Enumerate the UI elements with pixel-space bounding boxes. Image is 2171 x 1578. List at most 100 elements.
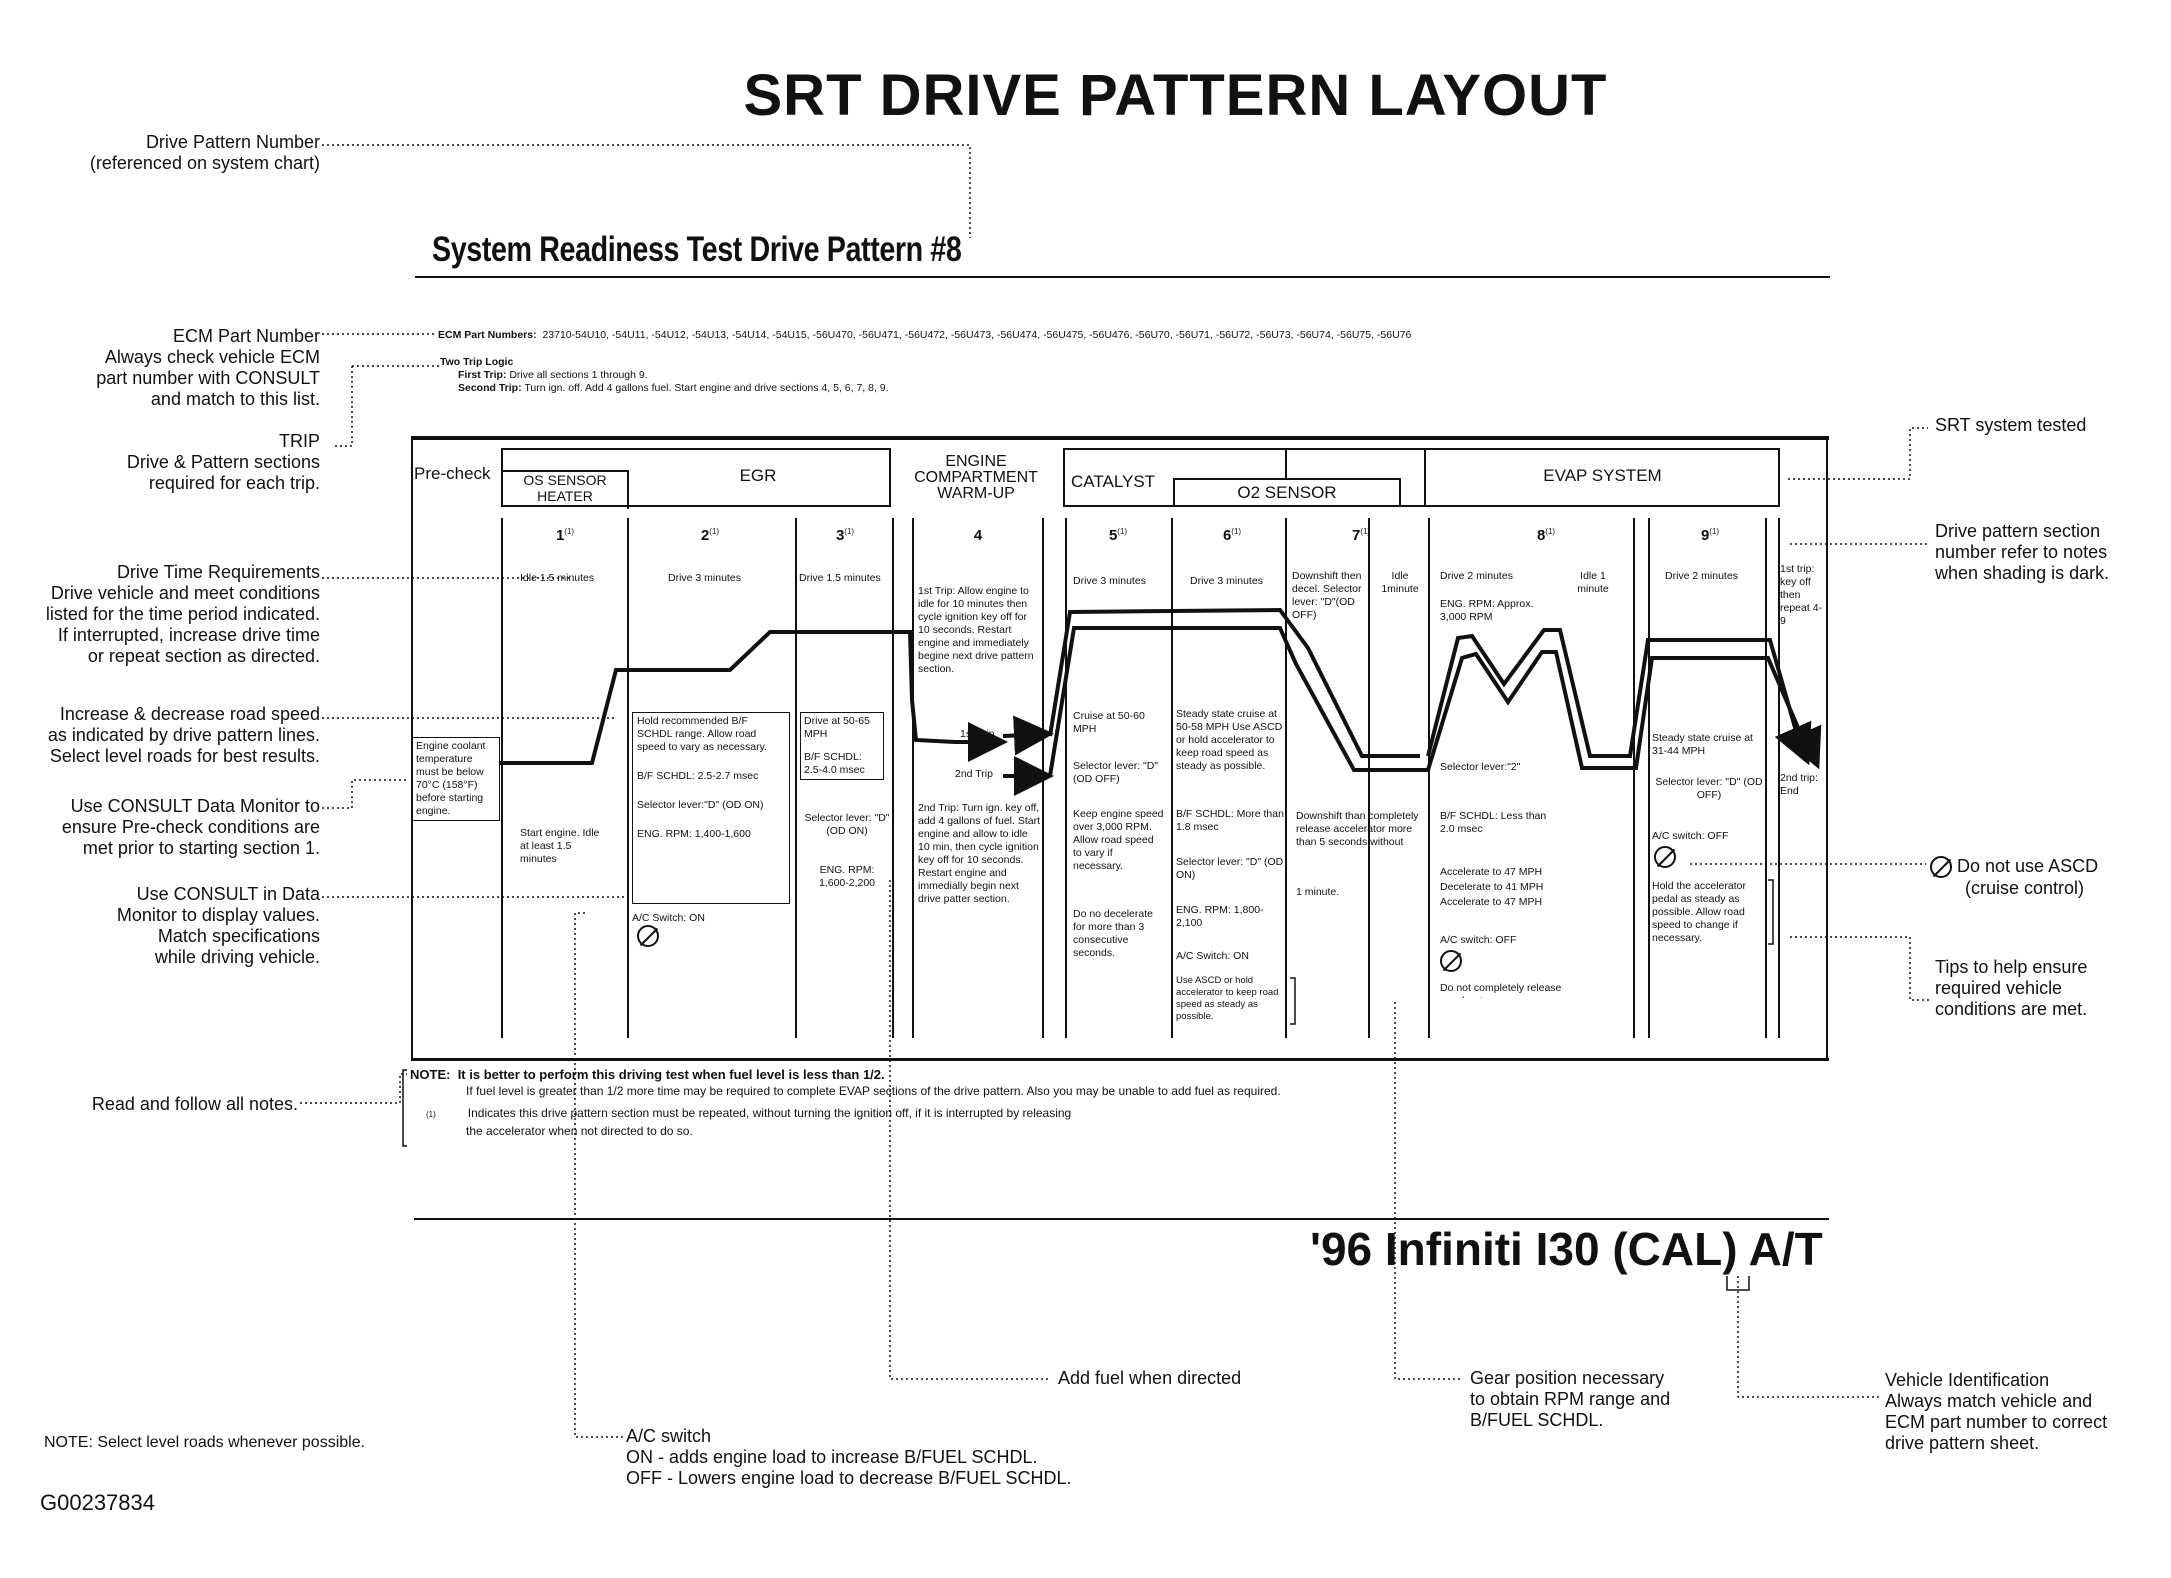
annotation-text: and match to this list. — [150, 389, 320, 409]
section-divider — [795, 518, 797, 1038]
section-divider — [1171, 518, 1173, 1038]
cell-text: Drive at 50-65 MPH — [804, 715, 870, 740]
annotation-drive-pattern-number: Drive Pattern Number (referenced on syst… — [20, 132, 320, 174]
section-mark: (1) — [1545, 527, 1556, 536]
leader-line — [574, 912, 625, 1438]
note-line: If fuel level is greater than 1/2 more t… — [466, 1084, 1281, 1098]
note-line: It is better to perform this driving tes… — [457, 1067, 885, 1082]
annotation-text: SRT system tested — [1935, 415, 2087, 435]
chart-top-border — [411, 436, 1829, 440]
cell-text: Start engine. Idle at least 1.5 minutes — [520, 827, 600, 865]
cell-text: Do no decelerate for more than 3 consecu… — [1073, 908, 1153, 959]
drive-pattern-title: System Readiness Test Drive Pattern #8 — [432, 230, 962, 269]
annotation-text: met prior to starting section 1. — [82, 838, 320, 858]
section-number-text: 9 — [1700, 527, 1710, 544]
header-catalyst: CATALYST — [1071, 472, 1156, 491]
header-precheck: Pre-check — [414, 464, 491, 483]
annotation-tips: Tips to help ensure required vehicle con… — [1935, 957, 2155, 1020]
annotation-text: Select level roads for best results. — [49, 746, 320, 766]
leader-line — [322, 144, 971, 238]
cell-text: Accelerate to 47 MPH — [1440, 896, 1543, 908]
annotation-drive-time: Drive Time Requirements Drive vehicle an… — [20, 562, 320, 667]
first-trip-text: Drive all sections 1 through 9. — [509, 369, 648, 381]
ascd-icon — [637, 925, 659, 947]
no-ascd-icon — [1654, 846, 1676, 868]
leader-line — [1788, 427, 1928, 480]
section-mark: (1) — [1709, 527, 1720, 536]
annotation-ac: A/C switch ON - adds engine load to incr… — [626, 1426, 1072, 1489]
arrow-tip — [1784, 724, 1822, 770]
cell-text: 1 minute. — [1296, 886, 1340, 898]
no-ascd-icon — [637, 925, 659, 947]
section-number-text: 2 — [700, 527, 710, 544]
annotation-text: when shading is dark. — [1935, 563, 2110, 583]
annotation-text: Match specifications — [157, 926, 320, 946]
annotation-text: while driving vehicle. — [154, 947, 320, 967]
header-evap: EVAP SYSTEM — [1543, 466, 1662, 485]
annotation-read-notes: Read and follow all notes. — [20, 1094, 298, 1115]
section-mark: (1) — [1117, 527, 1128, 536]
bracket — [1768, 879, 1774, 945]
vehicle-id: '96 Infiniti I30 (CAL) A/T — [1310, 1223, 1823, 1275]
section-number: 5(1) — [1098, 527, 1138, 544]
leader-line — [334, 366, 353, 447]
drive-pattern-line — [1048, 626, 1428, 777]
section-number: 2(1) — [690, 527, 730, 544]
section-divider — [1428, 518, 1430, 1038]
annotation-fuel: Add fuel when directed — [1058, 1368, 1242, 1388]
drive-time: Drive 1.5 minutes — [799, 572, 881, 584]
annotation-text: A/C switch — [626, 1426, 712, 1446]
section-mark: (1) — [564, 527, 575, 536]
section-mark: (1) — [1360, 527, 1371, 536]
leader-lines — [300, 144, 1930, 1438]
annotation-text: If interrupted, increase drive time — [57, 625, 320, 645]
leader-line — [322, 779, 408, 809]
cell-text: A/C Switch: ON — [632, 912, 705, 924]
annotation-ascd: Do not use ASCD (cruise control) — [1930, 856, 2160, 899]
cell-text: Use ASCD or hold accelerator to keep roa… — [1176, 975, 1279, 1022]
annotation-trip: TRIP Drive & Pattern sections required f… — [20, 431, 320, 494]
annotation-consult-display: Use CONSULT in Data Monitor to display v… — [20, 884, 320, 968]
annotation-srt: SRT system tested — [1935, 415, 2155, 436]
s2-spec-box: Hold recommended B/F SCHDL range. Allow … — [632, 712, 790, 904]
cell-text: A/C switch: OFF — [1652, 830, 1729, 842]
bracket — [1290, 977, 1296, 1025]
annotation-text: Drive Pattern Number — [145, 132, 320, 152]
header-divider — [1424, 450, 1426, 507]
section-number-text: 3 — [835, 527, 845, 544]
drive-pattern-line — [1048, 607, 1420, 758]
cell-text: B/F SCHDL: 2.5-2.7 msec — [637, 770, 759, 782]
section-divider — [1765, 518, 1767, 1038]
cell-text: ENG. RPM: 1,600-2,200 — [818, 864, 876, 889]
cell-text: A/C switch: OFF — [1440, 934, 1517, 946]
ecm-label: ECM Part Numbers: — [438, 329, 537, 341]
cell-text: Selector lever: "D" (OD OFF) — [1073, 760, 1159, 785]
header-catalyst-group: CATALYST O2 SENSOR EVAP SYSTEM — [1063, 448, 1780, 507]
header-egr: EGR — [739, 466, 777, 485]
ascd-icon — [1654, 846, 1676, 868]
annotation-text: drive pattern sheet. — [1885, 1433, 2040, 1453]
section-number: 1(1) — [545, 527, 585, 544]
header-egr-group: OS SENSOR HEATER EGR — [501, 448, 891, 509]
cell-text: Do not completely release accelerator — [1440, 982, 1562, 998]
annotation-text: Use CONSULT Data Monitor to — [70, 796, 320, 816]
annotation-text: Always check vehicle ECM — [104, 347, 320, 367]
annotation-text: ECM part number to correct — [1885, 1412, 2108, 1432]
drive-time: Drive 3 minutes — [668, 572, 741, 584]
drive-time: Idle 1 minute — [1577, 570, 1609, 595]
section-divider — [912, 518, 914, 1038]
subtitle-rule — [415, 276, 1830, 278]
bracket — [402, 1069, 407, 1147]
drive-pattern-line — [1426, 628, 1804, 758]
section-number-text: 6 — [1222, 527, 1232, 544]
cell-text: B/F SCHDL: 2.5-4.0 msec — [804, 751, 865, 776]
section-number: 8(1) — [1526, 527, 1566, 544]
annotation-text: Tips to help ensure — [1935, 957, 2088, 977]
trip-label: 2nd Trip — [955, 768, 993, 780]
chart-right-border — [1826, 436, 1828, 1060]
annotation-text: required vehicle — [1935, 978, 2063, 998]
trip-arrow — [1002, 715, 1054, 756]
cell-text: Hold recommended B/F SCHDL range. Allow … — [637, 715, 767, 753]
no-ascd-icon — [1440, 950, 1462, 972]
cell-text: Selector lever:"D" (OD ON) — [637, 799, 764, 811]
